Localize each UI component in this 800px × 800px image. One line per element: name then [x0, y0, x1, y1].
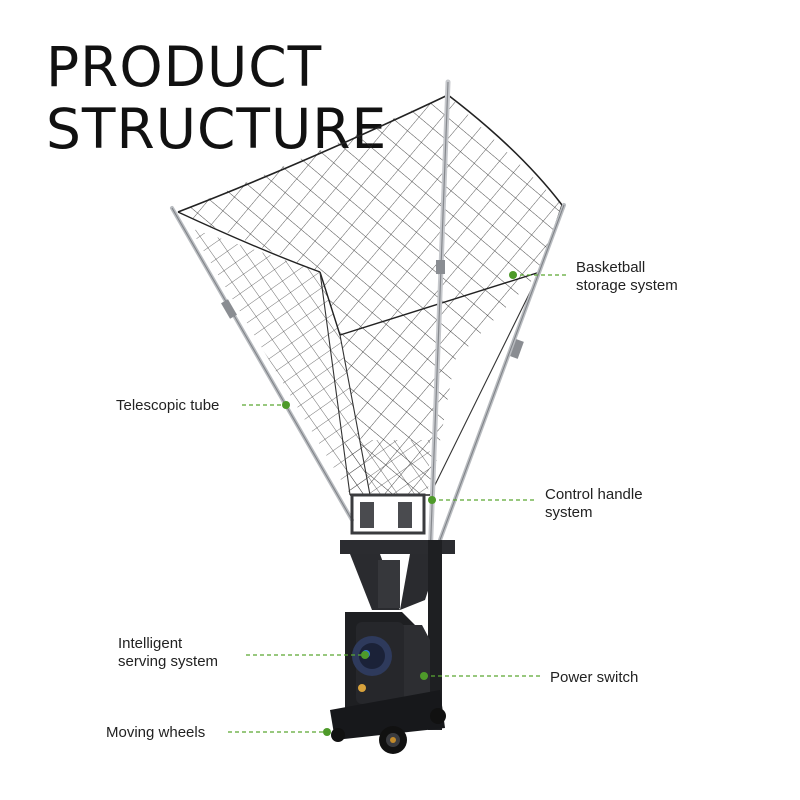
wheels [331, 708, 446, 754]
serving-leader-dot [361, 651, 369, 659]
control-handle-leader-dot [428, 496, 436, 504]
callout-power-switch: Power switch [550, 669, 638, 687]
callout-intelligent-serving: Intelligent serving system [118, 635, 218, 671]
storage-leader-dot [509, 271, 517, 279]
callout-telescopic-tube: Telescopic tube [116, 397, 219, 415]
callout-control-handle-line-1: Control handle [545, 486, 643, 503]
callout-basketball-storage-line-1: Basketball [576, 259, 646, 276]
leader-lines [228, 271, 568, 736]
callout-intelligent-serving-line-1: Intelligent [118, 635, 183, 652]
callout-basketball-storage-line-2: storage system [576, 277, 678, 294]
telescopic-leader-dot [282, 401, 290, 409]
callout-moving-wheels: Moving wheels [106, 724, 205, 742]
power-switch-leader-dot [420, 672, 428, 680]
callout-basketball-storage: Basketball storage system [576, 259, 678, 295]
title-line-1: PRODUCT [46, 35, 323, 99]
callout-telescopic-tube-label: Telescopic tube [116, 397, 220, 414]
page-title: PRODUCT STRUCTURE [46, 36, 387, 160]
callout-control-handle: Control handle system [545, 486, 643, 522]
callout-power-switch-label: Power switch [550, 669, 639, 686]
callout-control-handle-line-2: system [545, 504, 593, 521]
callout-intelligent-serving-line-2: serving system [118, 653, 219, 670]
machine-body [330, 540, 445, 740]
wheels-leader-dot [323, 728, 331, 736]
net [177, 94, 563, 496]
callout-moving-wheels-label: Moving wheels [106, 724, 206, 741]
telescopic-poles [170, 79, 566, 563]
